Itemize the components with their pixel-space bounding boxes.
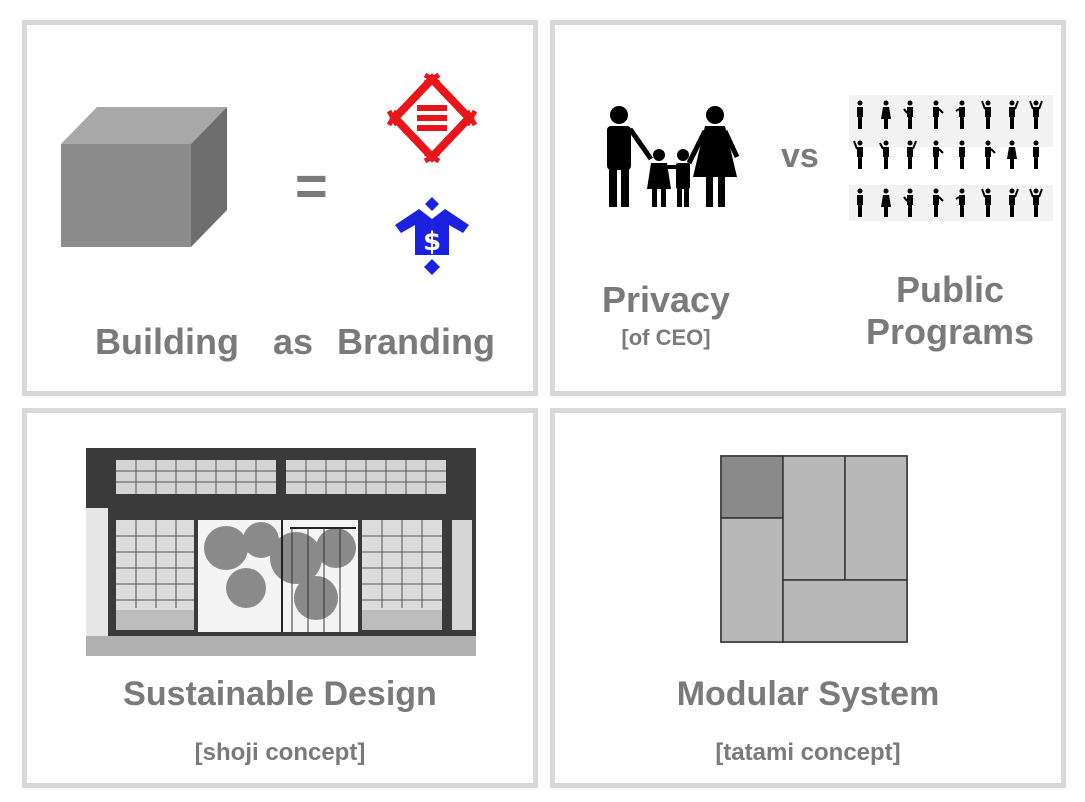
panel-modular-system: Modular System [tatami concept] bbox=[550, 408, 1066, 788]
cube-illustration bbox=[61, 107, 227, 247]
label-branding: Branding bbox=[337, 321, 495, 362]
label-vs: vs bbox=[781, 137, 819, 175]
label-shoji-concept: [shoji concept] bbox=[194, 739, 366, 766]
label-as: as bbox=[273, 321, 314, 362]
label-tatami-concept: [tatami concept] bbox=[715, 739, 901, 766]
label-sustainable-design: Sustainable Design bbox=[123, 675, 437, 713]
family-icon bbox=[607, 106, 740, 207]
label-modular-system: Modular System bbox=[676, 675, 940, 713]
crowd-icon bbox=[849, 95, 1053, 221]
equals-sign: = bbox=[295, 154, 328, 217]
svg-text:$: $ bbox=[423, 227, 441, 257]
label-public: Public bbox=[895, 269, 1005, 310]
red-diamond-logo-icon bbox=[387, 73, 477, 163]
panel-privacy-vs-public: vs bbox=[550, 20, 1066, 396]
blue-dollar-logo-icon: $ bbox=[395, 197, 469, 275]
shoji-room-photo bbox=[86, 448, 476, 656]
label-privacy: Privacy bbox=[601, 279, 731, 320]
label-programs: Programs bbox=[865, 311, 1035, 352]
label-of-ceo: [of CEO] bbox=[621, 325, 711, 350]
label-building: Building bbox=[95, 321, 239, 362]
panel-sustainable-design: Sustainable Design [shoji concept] bbox=[22, 408, 538, 788]
tatami-layout-diagram bbox=[720, 455, 908, 643]
panel-building-as-branding: = $ Building as Branding bbox=[22, 20, 538, 396]
